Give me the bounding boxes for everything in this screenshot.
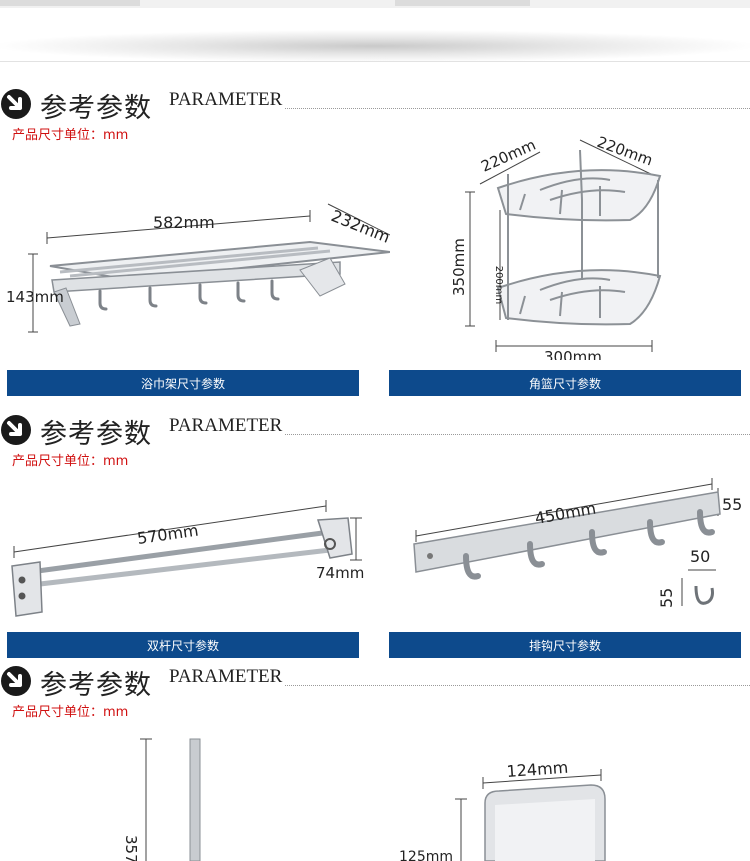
paper-holder-width-label: 124mm xyxy=(506,758,569,781)
corner-basket-height-label: 350mm xyxy=(450,238,468,296)
section-header: 参考参数 PARAMETER xyxy=(0,412,750,450)
arrow-badge-icon xyxy=(1,666,31,696)
dotted-rule xyxy=(285,108,750,109)
caption-corner-basket: 角篮尺寸参数 xyxy=(389,370,741,396)
towel-rack-depth-label: 232mm xyxy=(329,206,390,247)
unit-label: 产品尺寸单位：mm xyxy=(12,454,129,469)
hook-width-label: 50 xyxy=(690,547,710,566)
unit-label: 产品尺寸单位：mm xyxy=(12,128,129,143)
arrow-badge-icon xyxy=(1,415,31,445)
section-title-cn: 参考参数 xyxy=(40,670,152,701)
towel-rack-diagram: 582mm 232mm 143mm xyxy=(6,203,390,333)
unit-label: 产品尺寸单位：mm xyxy=(12,705,129,720)
corner-basket-width-label: 300mm xyxy=(544,348,602,360)
section-title-cn: 参考参数 xyxy=(40,93,152,124)
corner-basket-side-b-label: 220mm xyxy=(595,133,656,170)
header-divider-line xyxy=(0,61,750,62)
paper-holder-height-label: 125mm xyxy=(399,849,453,861)
dotted-rule xyxy=(285,685,750,686)
section-header: 参考参数 PARAMETER xyxy=(0,86,750,124)
double-bar-depth-label: 74mm xyxy=(316,564,364,582)
double-bar-length-label: 570mm xyxy=(136,521,200,548)
vertical-pole-diagram: 357 xyxy=(122,738,201,861)
section-header: 参考参数 PARAMETER xyxy=(0,663,750,701)
corner-basket-side-a-label: 220mm xyxy=(478,136,538,176)
header-divider xyxy=(0,30,750,62)
corner-basket-gap-label: 200mm xyxy=(493,266,504,305)
section-title-en: PARAMETER xyxy=(169,666,283,687)
section-title-en: PARAMETER xyxy=(169,415,283,436)
top-bar xyxy=(0,0,750,8)
section-title-cn: 参考参数 xyxy=(40,419,152,450)
towel-rack-length-label: 582mm xyxy=(153,213,215,232)
dotted-rule xyxy=(285,434,750,435)
double-bar-diagram: 570mm 74mm xyxy=(11,500,364,617)
corner-basket-diagram: 220mm 220mm 350mm 200mm 300mm xyxy=(450,133,662,360)
caption-hook-rail: 排钩尺寸参数 xyxy=(389,632,741,658)
paper-holder-diagram: 124mm 125mm xyxy=(399,758,606,861)
arrow-badge-icon xyxy=(1,89,31,119)
caption-double-bar: 双杆尺寸参数 xyxy=(7,632,359,658)
hook-rail-diagram: 450mm 55 50 55 xyxy=(413,478,742,608)
hook-rail-height-label: 55 xyxy=(722,495,742,514)
towel-rack-height-label: 143mm xyxy=(6,288,64,306)
section-title-en: PARAMETER xyxy=(169,89,283,110)
caption-towel-rack: 浴巾架尺寸参数 xyxy=(7,370,359,396)
pole-height-label: 357 xyxy=(122,835,140,861)
hook-height-label: 55 xyxy=(657,588,676,608)
